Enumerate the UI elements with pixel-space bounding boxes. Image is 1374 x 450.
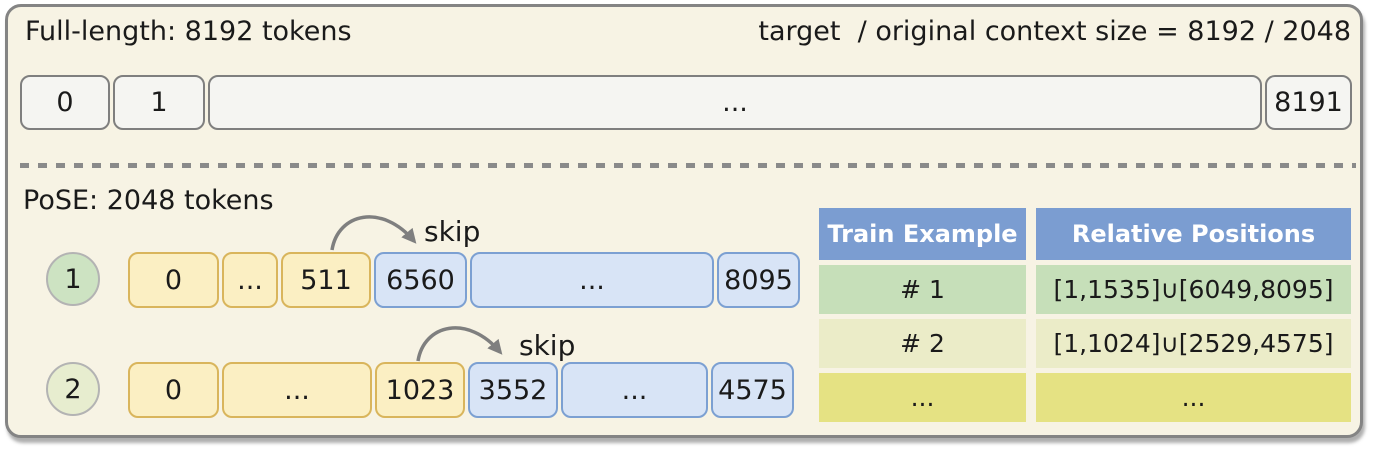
full-length-token-bar: 0 1 ... 8191 bbox=[20, 75, 1352, 130]
example-row-2: 0 ... 1023 3552 ... 4575 bbox=[128, 362, 794, 418]
table-cell-example-more: ... bbox=[819, 373, 1026, 422]
table-cell-positions-more: ... bbox=[1036, 373, 1351, 422]
chunk-box: ... bbox=[222, 362, 372, 418]
figure-container: Full-length: 8192 tokens target / origin… bbox=[5, 4, 1363, 438]
pose-label: PoSE: 2048 tokens bbox=[23, 185, 274, 216]
table-header-relative-positions: Relative Positions bbox=[1036, 208, 1351, 260]
chunk-box: 8095 bbox=[717, 252, 800, 308]
skip-label: skip bbox=[519, 329, 576, 362]
token-box-ellipsis: ... bbox=[208, 75, 1262, 130]
token-box-8191: 8191 bbox=[1265, 75, 1352, 130]
chunk-box: 511 bbox=[281, 252, 371, 308]
example-row-1: 0 ... 511 6560 ... 8095 bbox=[128, 252, 800, 308]
chunk-box: 6560 bbox=[374, 252, 467, 308]
example-badge-2: 2 bbox=[46, 362, 100, 416]
chunk-box: 4575 bbox=[711, 362, 794, 418]
chunk-box: ... bbox=[222, 252, 278, 308]
chunk-box: 3552 bbox=[468, 362, 558, 418]
chunk-box: ... bbox=[470, 252, 714, 308]
chunk-box: 0 bbox=[128, 252, 219, 308]
chunk-box: 0 bbox=[128, 362, 219, 418]
token-box-0: 0 bbox=[20, 75, 110, 130]
context-ratio-label: target / original context size = 8192 / … bbox=[758, 16, 1351, 47]
table-cell-positions-2: [1,1024]∪[2529,4575] bbox=[1036, 319, 1351, 368]
full-length-label: Full-length: 8192 tokens bbox=[25, 16, 352, 47]
example-badge-1: 1 bbox=[46, 252, 100, 306]
table-header-train-example: Train Example bbox=[819, 208, 1026, 260]
table-cell-positions-1: [1,1535]∪[6049,8095] bbox=[1036, 265, 1351, 314]
dashed-divider bbox=[20, 163, 1356, 168]
table-cell-example-2: # 2 bbox=[819, 319, 1026, 368]
chunk-box: ... bbox=[561, 362, 708, 418]
table-cell-example-1: # 1 bbox=[819, 265, 1026, 314]
token-box-1: 1 bbox=[113, 75, 205, 130]
chunk-box: 1023 bbox=[375, 362, 465, 418]
train-example-table: Train Example Relative Positions # 1 [1,… bbox=[819, 208, 1351, 422]
skip-label: skip bbox=[424, 215, 481, 248]
